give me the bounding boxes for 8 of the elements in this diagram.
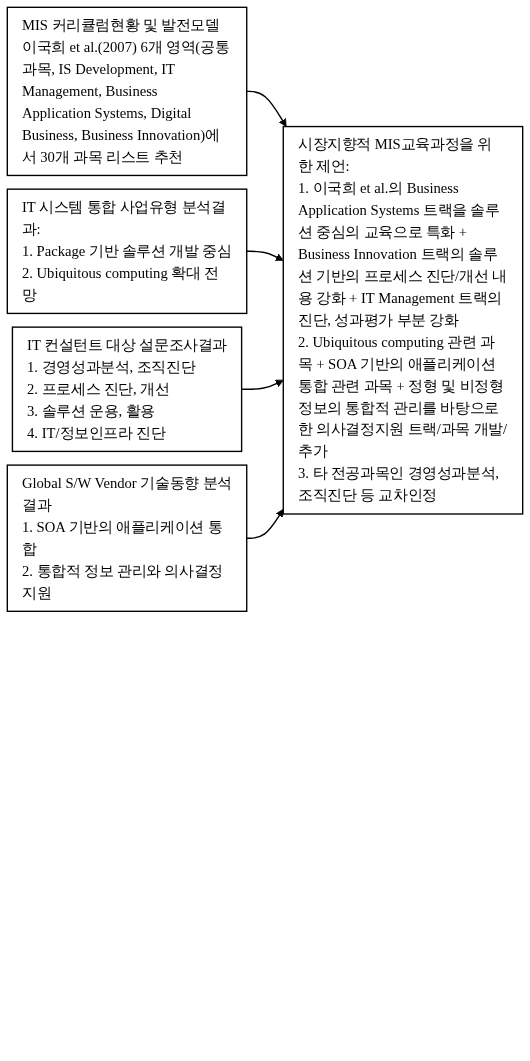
node-box: IT 컨설턴트 대상 설문조사결과 1. 경영성과분석, 조직진단 2. 프로세스 진단, 개선 3. 솔루션 운용, 활용 4. IT/정보인프라 진단 xyxy=(11,326,243,453)
node-box: 시장지향적 MIS교육과정을 위한 제언: 1. 이국희 et al.의 Business Application Systems 트랙을 솔루션 중심의 교육으로 특화 + Business Innovation 트랙의 솔루션 기반의 프로세스 진단/개선 내용 강화 + IT Management 트랙의 진단, 성과평가 부분 강화 2. Ubiquitous computing 관련 과목 + SOA 기반의 애플리케이션 통합 관련 과목 + 정형 및 비정형정보의 통합적 관리를 바탕으로 한 의사결정지원 트랙/과목 개발/추가 3. 타 전공과목인 경영성과분석, 조직진단 등 교차인정 xyxy=(282,125,524,515)
node-box: IT 시스템 통합 사업유형 분석결과: 1. Package 기반 솔루션 개발 중심 2. Ubiquitous computing 확대 전망 xyxy=(6,188,248,315)
arrow xyxy=(246,509,284,539)
arrow xyxy=(246,90,287,127)
arrow xyxy=(246,250,284,261)
node-box: Global S/W Vendor 기술동향 분석결과 1. SOA 기반의 애플리케이션 통합 2. 통합적 정보 관리와 의사결정 지원 xyxy=(6,464,248,612)
node-box: MIS 커리큘럼현황 및 발전모델 이국희 et al.(2007) 6개 영역(공통과목, IS Development, IT Management, Business Application Systems, Digital Business, Business Innovation)에서 30개 과목 리스트 추천 xyxy=(6,6,248,177)
